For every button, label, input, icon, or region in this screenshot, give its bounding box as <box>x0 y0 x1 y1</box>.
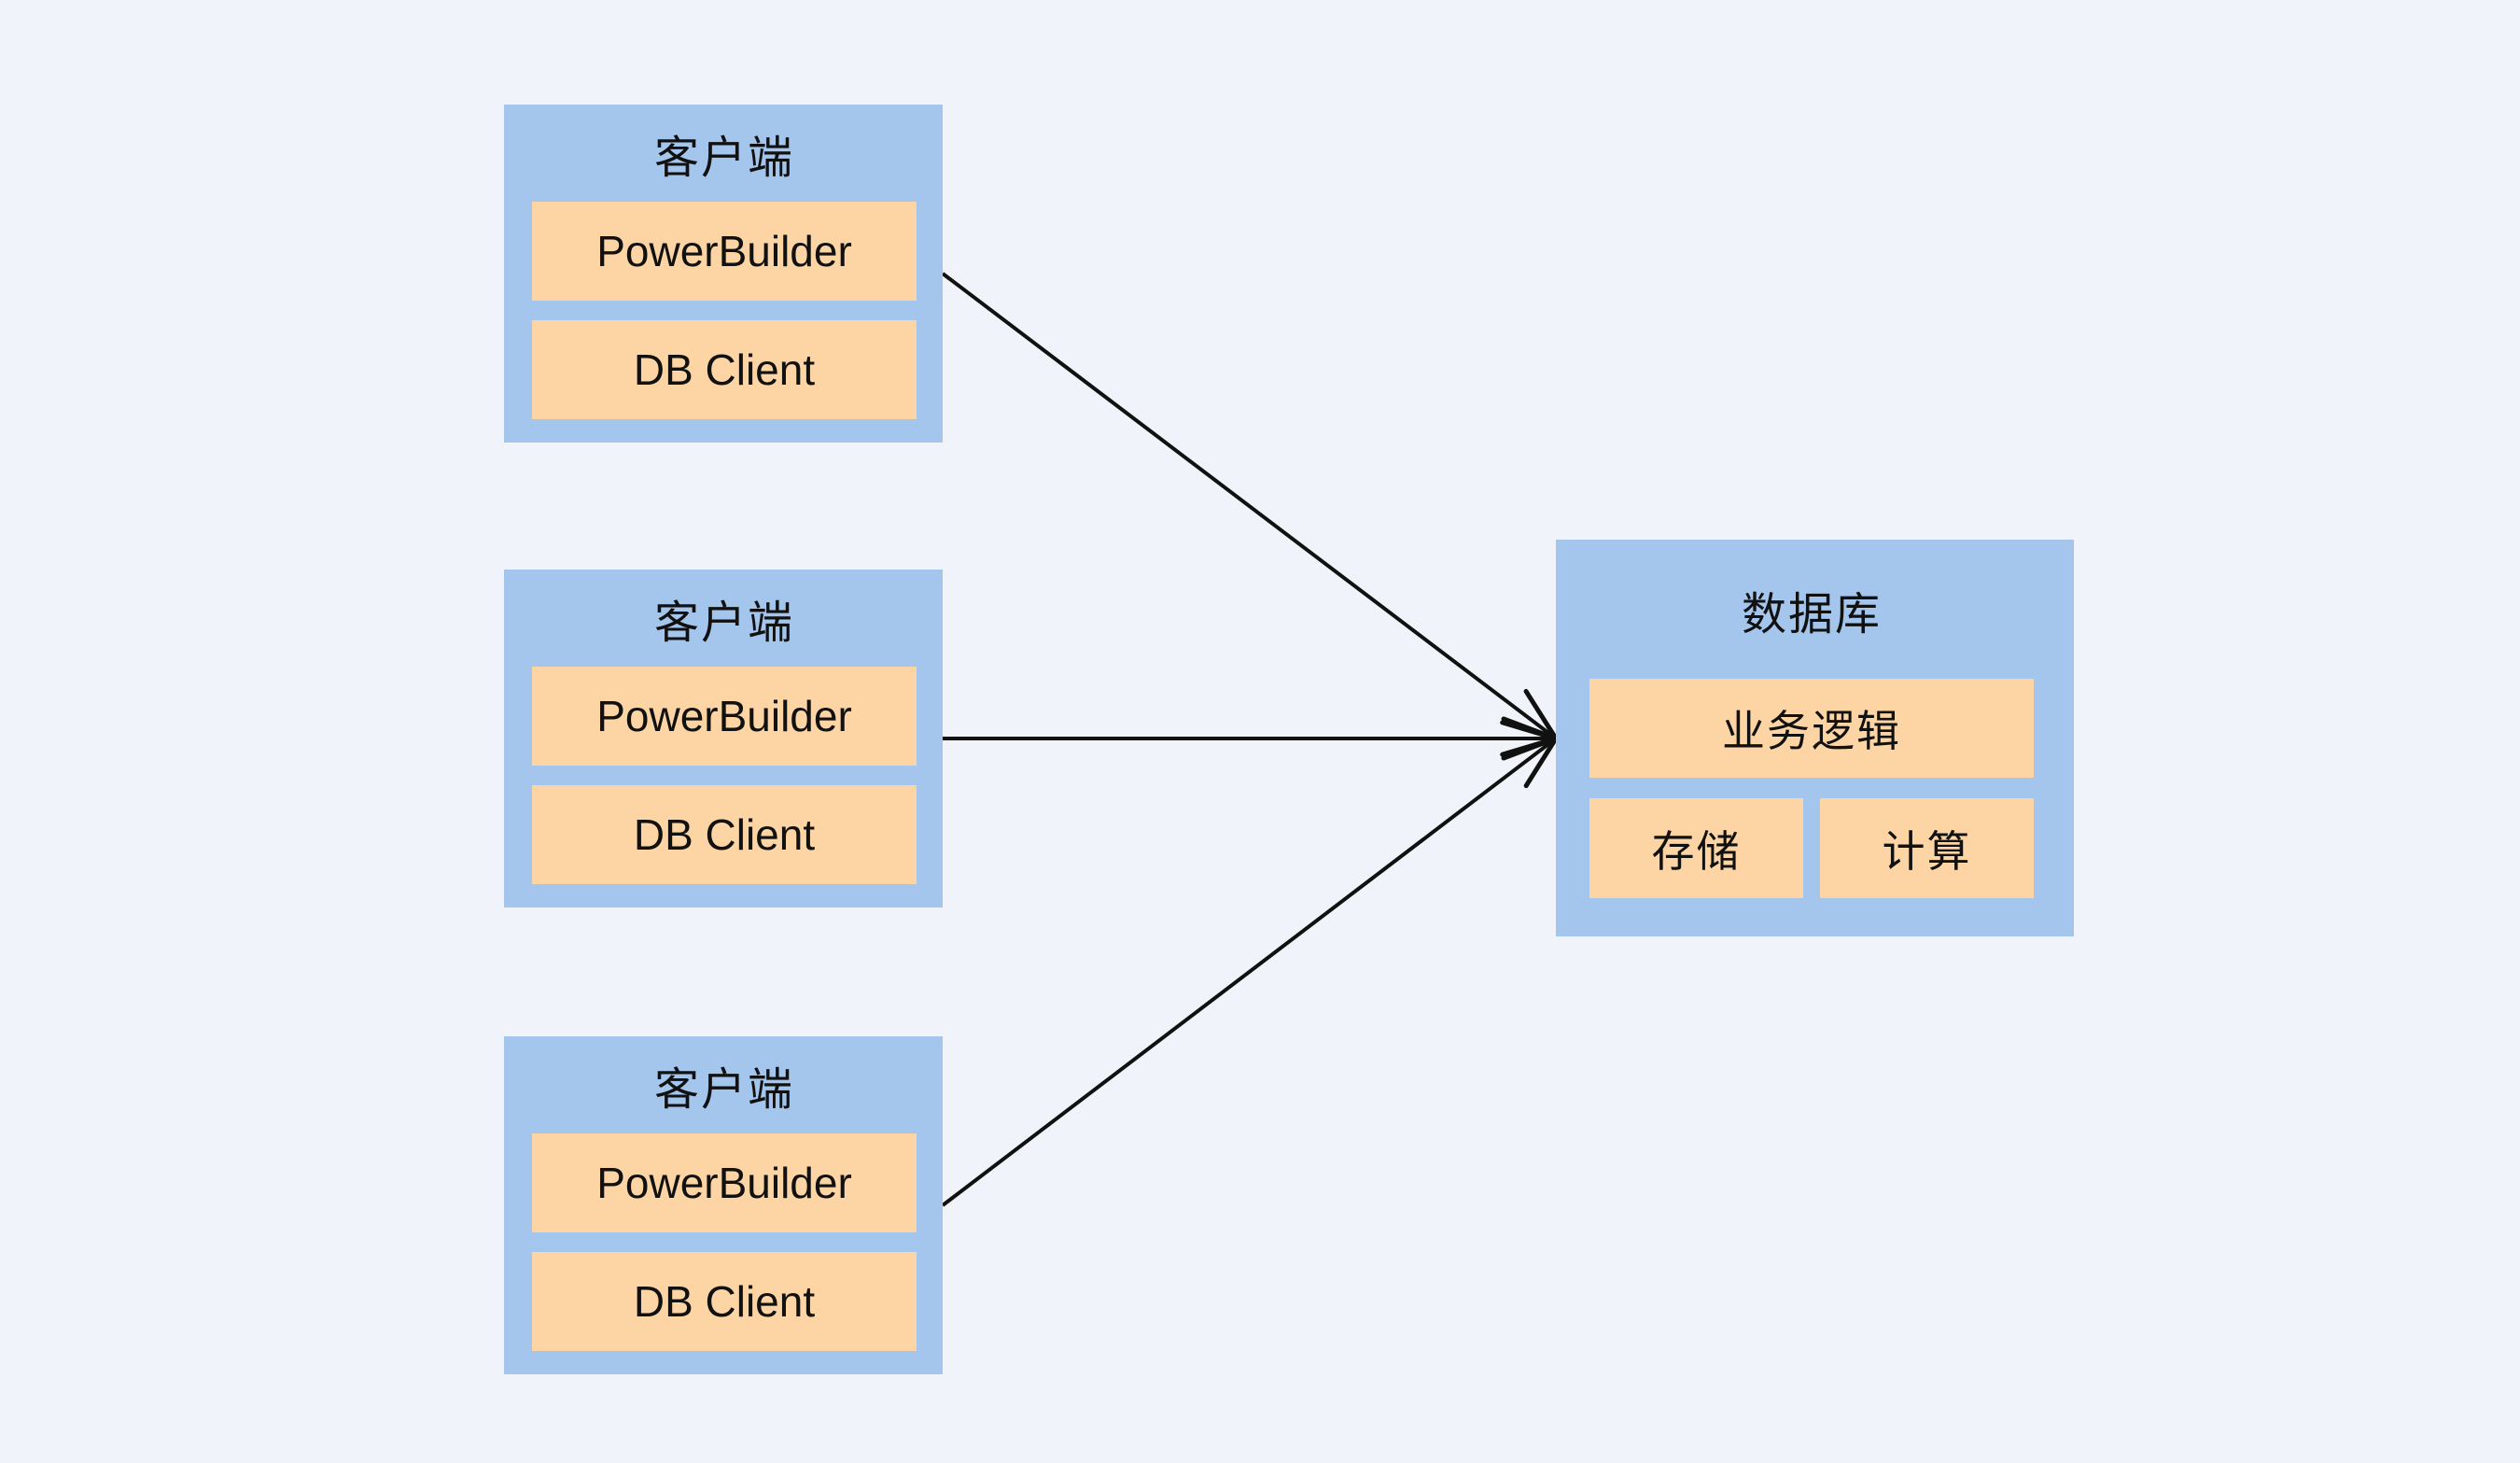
arrow-client1-to-database <box>941 272 1559 741</box>
client-3-title: 客户端 <box>653 1065 794 1115</box>
client-2-powerbuilder-box: PowerBuilder <box>532 667 917 766</box>
database-bottom-row: 存储 计算 <box>1589 798 2034 898</box>
client-3-dbclient-box: DB Client <box>532 1252 917 1351</box>
arrow-client3-to-database <box>941 736 1559 1207</box>
database-compute-box: 计算 <box>1820 798 2034 898</box>
database-node: 数据库 业务逻辑 存储 计算 <box>1556 540 2074 936</box>
client-3-powerbuilder-box: PowerBuilder <box>532 1133 917 1232</box>
database-logic-box: 业务逻辑 <box>1589 679 2034 778</box>
client-2-dbclient-box: DB Client <box>532 785 917 884</box>
client-node-3: 客户端 PowerBuilder DB Client <box>504 1036 943 1374</box>
client-1-title: 客户端 <box>653 134 794 183</box>
client-node-2: 客户端 PowerBuilder DB Client <box>504 570 943 907</box>
database-storage-box: 存储 <box>1589 798 1803 898</box>
client-2-title: 客户端 <box>653 598 794 648</box>
client-1-dbclient-box: DB Client <box>532 320 917 419</box>
database-title: 数据库 <box>1741 589 1882 640</box>
client-1-powerbuilder-box: PowerBuilder <box>532 202 917 301</box>
client-node-1: 客户端 PowerBuilder DB Client <box>504 105 943 443</box>
